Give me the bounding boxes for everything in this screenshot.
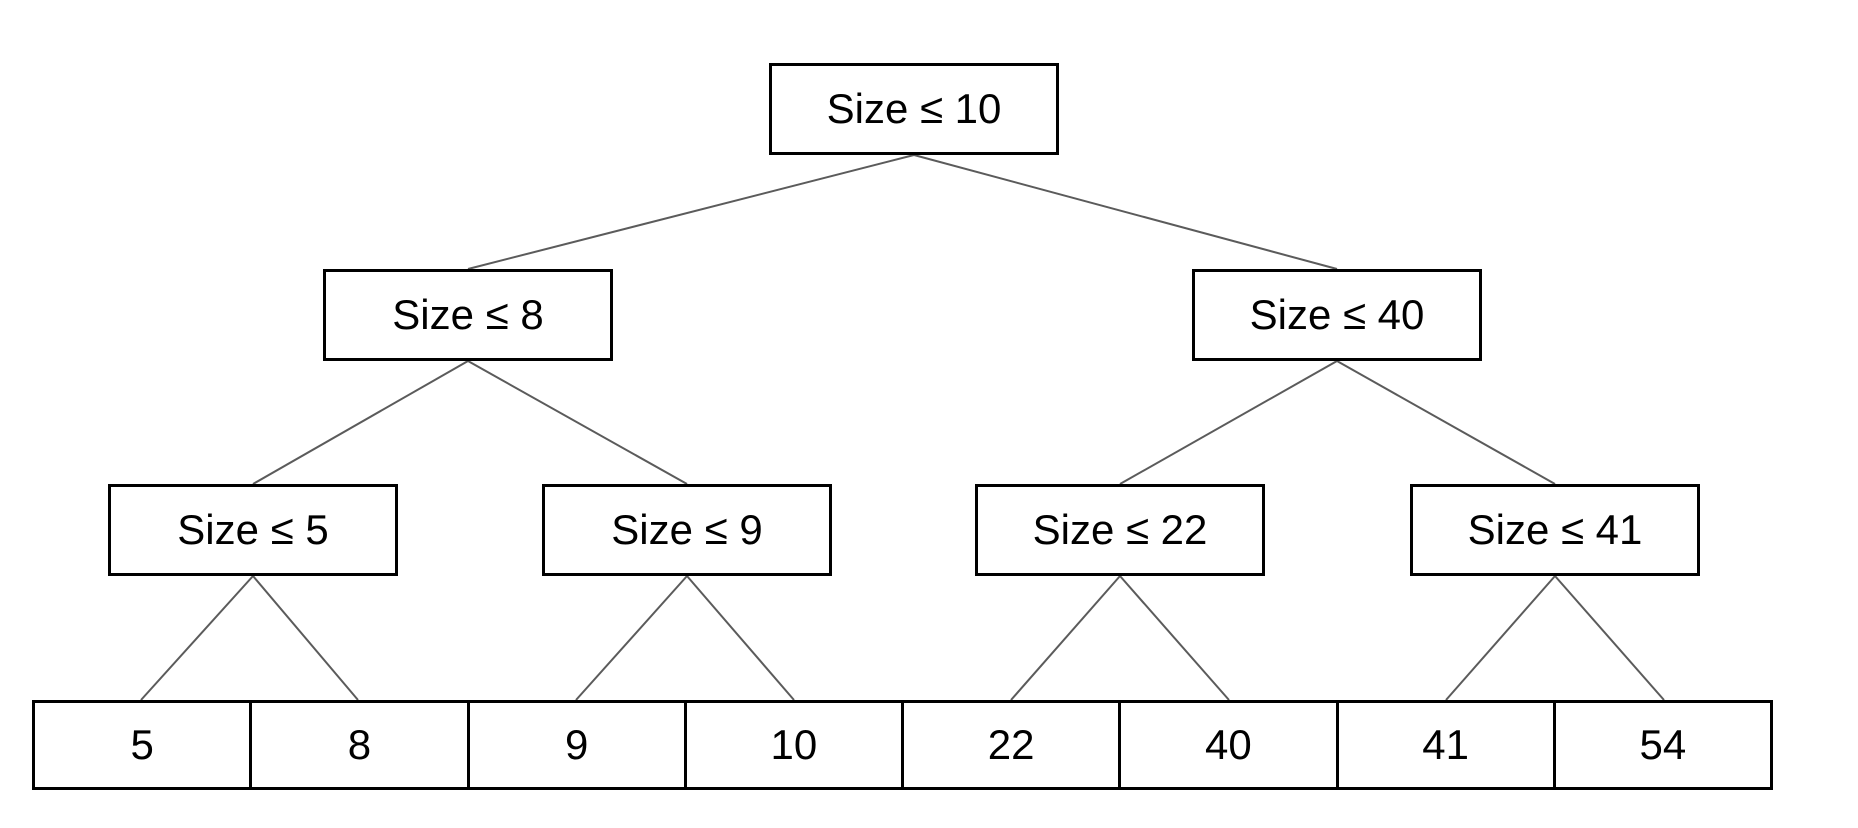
leaf-cell: 9 <box>470 703 687 787</box>
leaf-cell: 22 <box>904 703 1122 787</box>
tree-edge <box>913 154 1338 270</box>
tree-node-size-40: Size ≤ 40 <box>1192 269 1482 361</box>
leaf-cell: 41 <box>1339 703 1556 787</box>
tree-edge <box>686 575 795 701</box>
tree-edge <box>1119 360 1338 485</box>
tree-edge <box>1554 575 1665 701</box>
leaf-cell: 8 <box>252 703 470 787</box>
leaf-cell: 10 <box>687 703 904 787</box>
tree-node-size-10: Size ≤ 10 <box>769 63 1059 155</box>
tree-node-size-41: Size ≤ 41 <box>1410 484 1700 576</box>
tree-edge <box>252 360 469 485</box>
tree-edge <box>1336 360 1556 485</box>
tree-edge <box>1445 575 1556 701</box>
tree-edge <box>467 360 688 485</box>
leaf-cell: 40 <box>1121 703 1339 787</box>
tree-node-size-22: Size ≤ 22 <box>975 484 1265 576</box>
tree-node-size-8: Size ≤ 8 <box>323 269 613 361</box>
tree-edge <box>1119 575 1230 701</box>
tree-edge <box>1010 575 1121 701</box>
tree-node-size-9: Size ≤ 9 <box>542 484 832 576</box>
tree-edge <box>252 575 359 701</box>
leaf-row: 5 8 9 10 22 40 41 54 <box>32 700 1773 790</box>
leaf-cell: 5 <box>35 703 253 787</box>
tree-node-size-5: Size ≤ 5 <box>108 484 398 576</box>
leaf-cell: 54 <box>1639 721 1687 768</box>
tree-edge <box>467 154 915 270</box>
tree-edge <box>140 575 254 701</box>
tree-edge <box>575 575 688 701</box>
